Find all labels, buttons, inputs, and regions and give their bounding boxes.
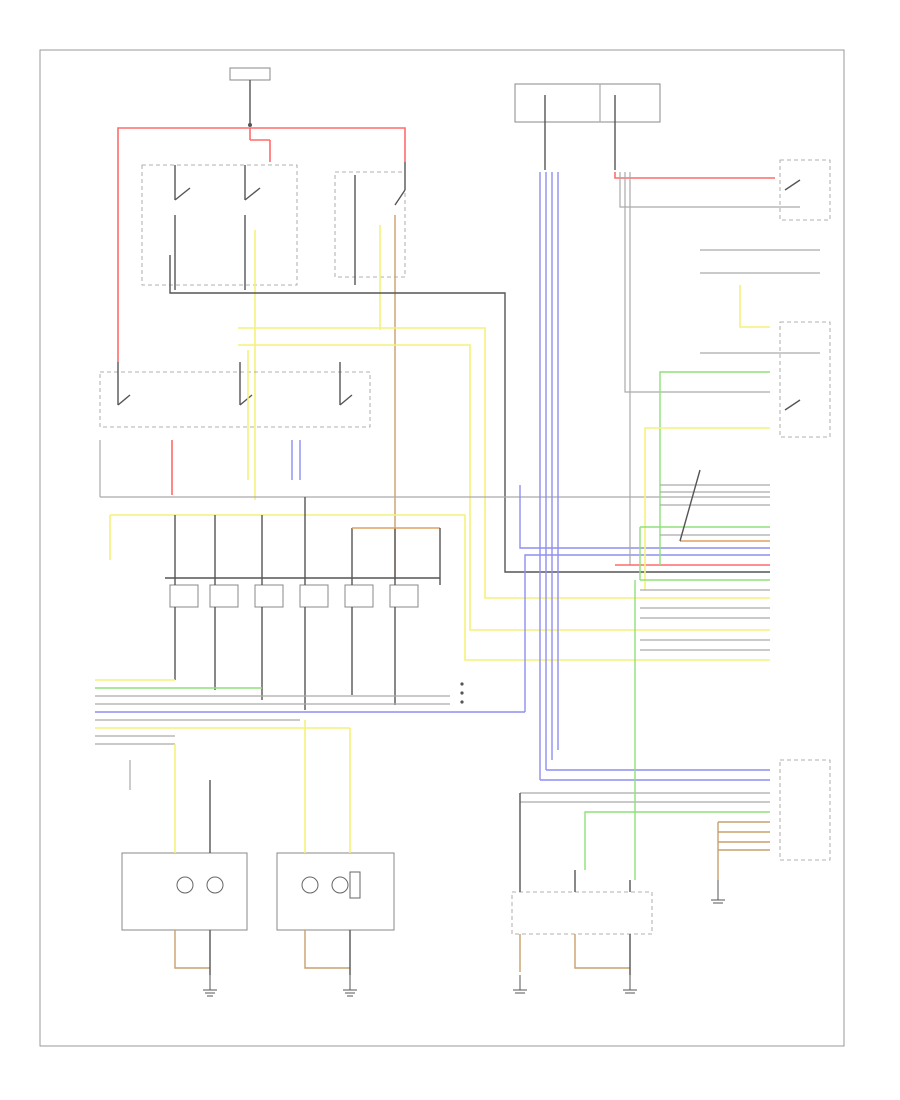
ground-fog-lights: [513, 975, 637, 994]
diagram-border: [39, 49, 845, 1047]
right-switch-modules: [644, 249, 831, 590]
ground-bus-wire: [169, 255, 770, 573]
ground-left-headlight: [203, 975, 217, 997]
dimmer-switch-box: [334, 171, 406, 278]
dimmer-switch-contacts: [354, 162, 406, 580]
headlight-switch-contacts: [174, 165, 261, 500]
blue-wire-bundle: [519, 172, 770, 781]
connector-block-right: [639, 469, 770, 651]
right-harness-upper: [614, 159, 831, 566]
fuse-panel-right: [514, 83, 661, 123]
fuse-panel-right-internals: [544, 84, 616, 170]
fog-light-modules: [511, 891, 653, 935]
connector-bundle-left: [95, 679, 525, 745]
ignition-switch-group: [117, 67, 406, 362]
relay-contacts: [117, 350, 353, 495]
right-lower-harness: [520, 580, 831, 880]
ground-right-module: [711, 880, 725, 904]
right-headlight-module: [276, 852, 395, 931]
headlight-switch-box: [141, 164, 298, 286]
fog-light-internals: [519, 793, 631, 975]
left-headlight-module: [121, 852, 248, 931]
left-headlight-internals: [174, 744, 224, 975]
ground-right-headlight: [343, 975, 357, 997]
fuse-block: [165, 497, 441, 710]
right-headlight-internals: [301, 720, 361, 975]
relay-box-left: [99, 371, 371, 428]
